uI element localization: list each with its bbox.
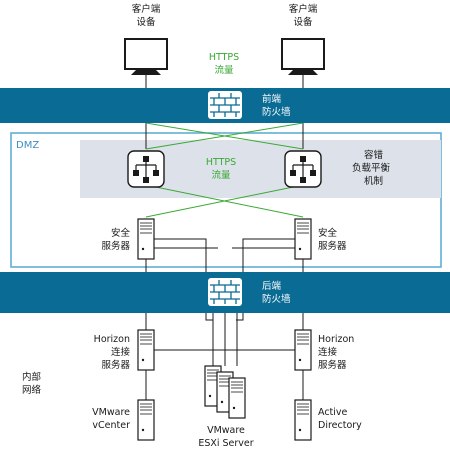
security-server-left-line2: 服务器 [101,240,130,252]
load-balancer-label-line3: 机制 [364,175,383,187]
vcenter-server-icon [137,399,155,441]
front-firewall-label-line1: 前端 [262,93,282,105]
horizon-left-line2: 连接 [111,346,131,358]
https-traffic-links [145,122,304,218]
https-traffic-dmz-line1: HTTPS [206,157,236,168]
internal-network-label-line1: 内部 [22,371,41,383]
security-server-left-line1: 安全 [111,227,131,239]
active-directory-label-line1: Active [318,407,348,418]
security-server-icon-left [137,218,155,260]
https-traffic-dmz-line2: 流量 [211,169,231,181]
security-server-right-line1: 安全 [318,227,338,239]
security-server-icon-right [294,218,312,260]
firewall-icon-front [207,90,243,120]
esxi-label-line1: VMware [207,425,245,436]
horizon-left-line3: 服务器 [101,359,130,371]
vcenter-label-line2: vCenter [92,420,130,431]
firewall-icon-back [207,277,243,307]
horizon-right-line3: 服务器 [318,359,347,371]
internal-network-label-line2: 网络 [22,384,42,396]
load-balancer-label-line2: 负载平衡 [352,162,391,174]
horizon-server-icon-right [294,329,312,371]
active-directory-label-line2: Directory [318,420,362,431]
vcenter-label-line1: VMware [92,407,130,418]
https-traffic-top-line1: HTTPS [209,52,239,63]
monitor-icon-right [281,38,325,76]
front-firewall-label-line2: 防火墙 [262,106,291,118]
horizon-right-line2: 连接 [318,346,338,358]
https-traffic-top-line2: 流量 [214,64,234,76]
client-left-label-line2: 设备 [136,16,156,28]
active-directory-server-icon [294,399,312,441]
horizon-left-line1: Horizon [94,334,130,345]
security-server-right-line2: 服务器 [318,240,347,252]
client-right-label-line2: 设备 [293,16,313,28]
back-firewall-label-line1: 后端 [262,280,282,292]
load-balancer-label-line1: 容错 [364,149,384,161]
load-balancer-icon-right [284,150,322,188]
client-right-label-line1: 客户端 [289,3,318,15]
horizon-server-icon-left [137,329,155,371]
dmz-label: DMZ [16,140,39,151]
esxi-label-line2: ESXi Server [198,438,253,449]
client-left-label-line1: 客户端 [132,3,161,15]
monitor-icon-left [124,38,168,76]
back-firewall-label-line2: 防火墙 [262,293,291,305]
horizon-right-line1: Horizon [318,334,354,345]
esxi-server-stack-icon [204,365,246,419]
load-balancer-icon-left [127,150,165,188]
